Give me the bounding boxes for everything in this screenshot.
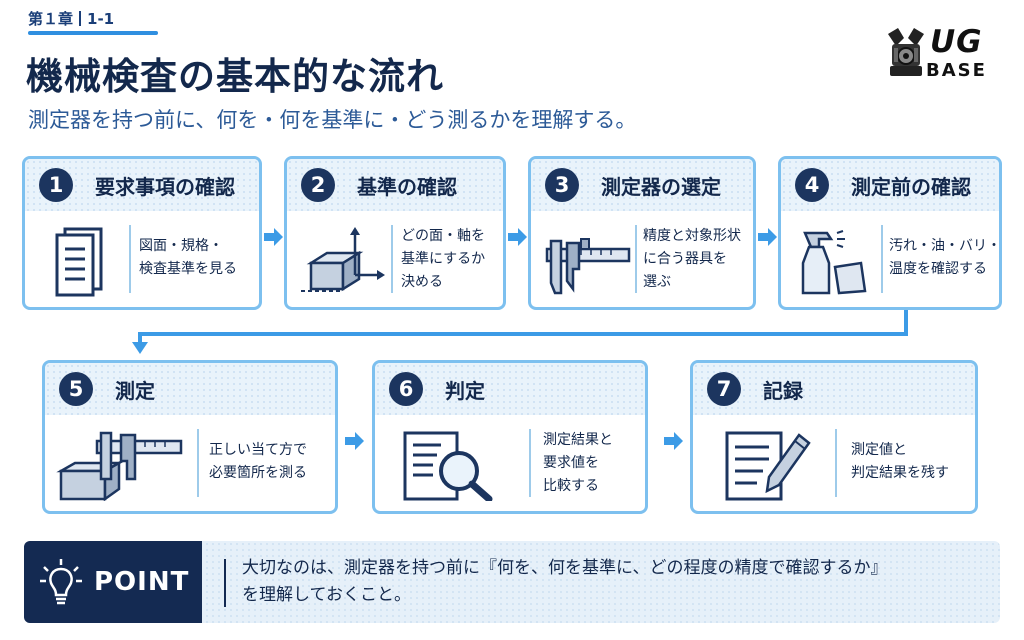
step-header: 5 測定 [45,363,335,415]
step-title: 記録 [763,378,803,403]
step-card-3: 3 測定器の選定 精度と対象形状 に合う器具を 選ぶ [528,156,756,310]
step-divider [529,429,531,497]
document-pen-icon [725,431,811,501]
point-text-line: を理解しておくこと。 [242,585,411,605]
desc-line: 図面・規格・ [139,238,223,254]
point-badge: POINT [24,541,202,623]
step-number-badge: 3 [545,168,579,202]
desc-line: 選ぶ [643,274,671,290]
desc-line: 正しい当て方で [209,442,307,458]
page-title: 機械検査の基本的な流れ [26,55,444,98]
step-number-badge: 7 [707,372,741,406]
step-divider [197,429,199,497]
chapter-number: 第１章 [28,10,74,28]
document-icon [55,227,103,297]
step-card-6: 6 判定 測定結果と 要求値を 比較する [372,360,648,514]
title-accent-bar [28,31,158,35]
step-title: 測定器の選定 [601,174,721,199]
desc-line: 基準にするか [401,251,486,267]
step-description: 測定値と 判定結果を残す [851,439,949,485]
step-card-4: 4 測定前の確認 汚れ・油・バリ・ 温度を確認する [778,156,1002,310]
desc-line: 判定結果を残す [851,465,949,481]
desc-line: 汚れ・油・バリ・ [889,238,1001,254]
arrow-right-icon [345,432,364,450]
arrow-right-icon [664,432,683,450]
step-description: 正しい当て方で 必要箇所を測る [209,439,307,485]
step-number-badge: 6 [389,372,423,406]
arrow-right-icon [508,228,527,246]
desc-line: 測定値と [851,442,907,458]
spray-cloth-icon [801,230,867,295]
step-card-5: 5 測定 正しい当て方で 必要箇所を測る [42,360,338,514]
point-callout: POINT 大切なのは、測定器を持つ前に『何を、何を基準に、どの程度の精度で確認… [24,541,1000,623]
step-title: 測定前の確認 [851,174,971,199]
step-number-badge: 1 [39,168,73,202]
step-description: 汚れ・油・バリ・ 温度を確認する [889,235,1001,281]
step-description: 図面・規格・ 検査基準を見る [139,235,237,281]
desc-line: どの面・軸を [401,228,485,244]
desc-line: に合う器具を [643,251,727,267]
step-header: 6 判定 [375,363,645,415]
step-header: 3 測定器の選定 [531,159,753,211]
desc-line: 決める [401,274,443,290]
step-header: 7 記録 [693,363,975,415]
step-title: 判定 [445,378,485,403]
step-divider [835,429,837,497]
desc-line: 精度と対象形状 [643,228,741,244]
step-divider [635,225,637,293]
ug-base-logo: UG BASE [884,20,1004,84]
logo-text-base: BASE [926,60,987,81]
step-title: 測定 [115,378,155,403]
desc-line: 要求値を [543,455,599,471]
desc-line: 必要箇所を測る [209,465,307,481]
step-divider [129,225,131,293]
desc-line: 温度を確認する [889,261,987,277]
step-card-2: 2 基準の確認 どの面・軸を 基準にするか 決める [284,156,506,310]
caliper-measuring-icon [56,431,183,501]
step-divider [391,225,393,293]
magnifier-document-icon [403,431,493,501]
point-divider [224,559,226,607]
engine-icon [888,28,924,76]
step-divider [881,225,883,293]
step-header: 2 基準の確認 [287,159,503,211]
step-title: 基準の確認 [357,174,457,199]
step-header: 1 要求事項の確認 [25,159,259,211]
lightbulb-icon [40,559,82,605]
desc-line: 測定結果と [543,432,613,448]
caliper-icon [545,238,631,295]
step-number-badge: 2 [301,168,335,202]
desc-line: 比較する [543,478,599,494]
arrow-right-icon [758,228,777,246]
step-description: 精度と対象形状 に合う器具を 選ぶ [643,225,741,294]
step-number-badge: 4 [795,168,829,202]
step-title: 要求事項の確認 [95,174,235,199]
step-number-badge: 5 [59,372,93,406]
desc-line: 検査基準を見る [139,261,237,277]
step-card-7: 7 記録 測定値と 判定結果を残す [690,360,978,514]
step-header: 4 測定前の確認 [781,159,999,211]
page-subtitle: 測定器を持つ前に、何を・何を基準に・どう測るかを理解する。 [28,108,637,132]
flow-connector [132,310,908,354]
step-card-1: 1 要求事項の確認 図面・規格・ 検査基準を見る [22,156,262,310]
step-description: どの面・軸を 基準にするか 決める [401,225,485,294]
datum-block-icon [301,227,385,292]
logo-text-ug: UG [930,24,983,60]
step-description: 測定結果と 要求値を 比較する [543,429,613,498]
point-label: POINT [94,567,190,597]
point-text: 大切なのは、測定器を持つ前に『何を、何を基準に、どの程度の精度で確認するか』 を… [242,555,888,609]
chapter-label: 第１章 1-1 [28,8,114,29]
chapter-separator [79,11,82,26]
arrow-right-icon [264,228,283,246]
section-number: 1-1 [87,9,115,28]
point-text-line: 大切なのは、測定器を持つ前に『何を、何を基準に、どの程度の精度で確認するか』 [242,558,888,578]
